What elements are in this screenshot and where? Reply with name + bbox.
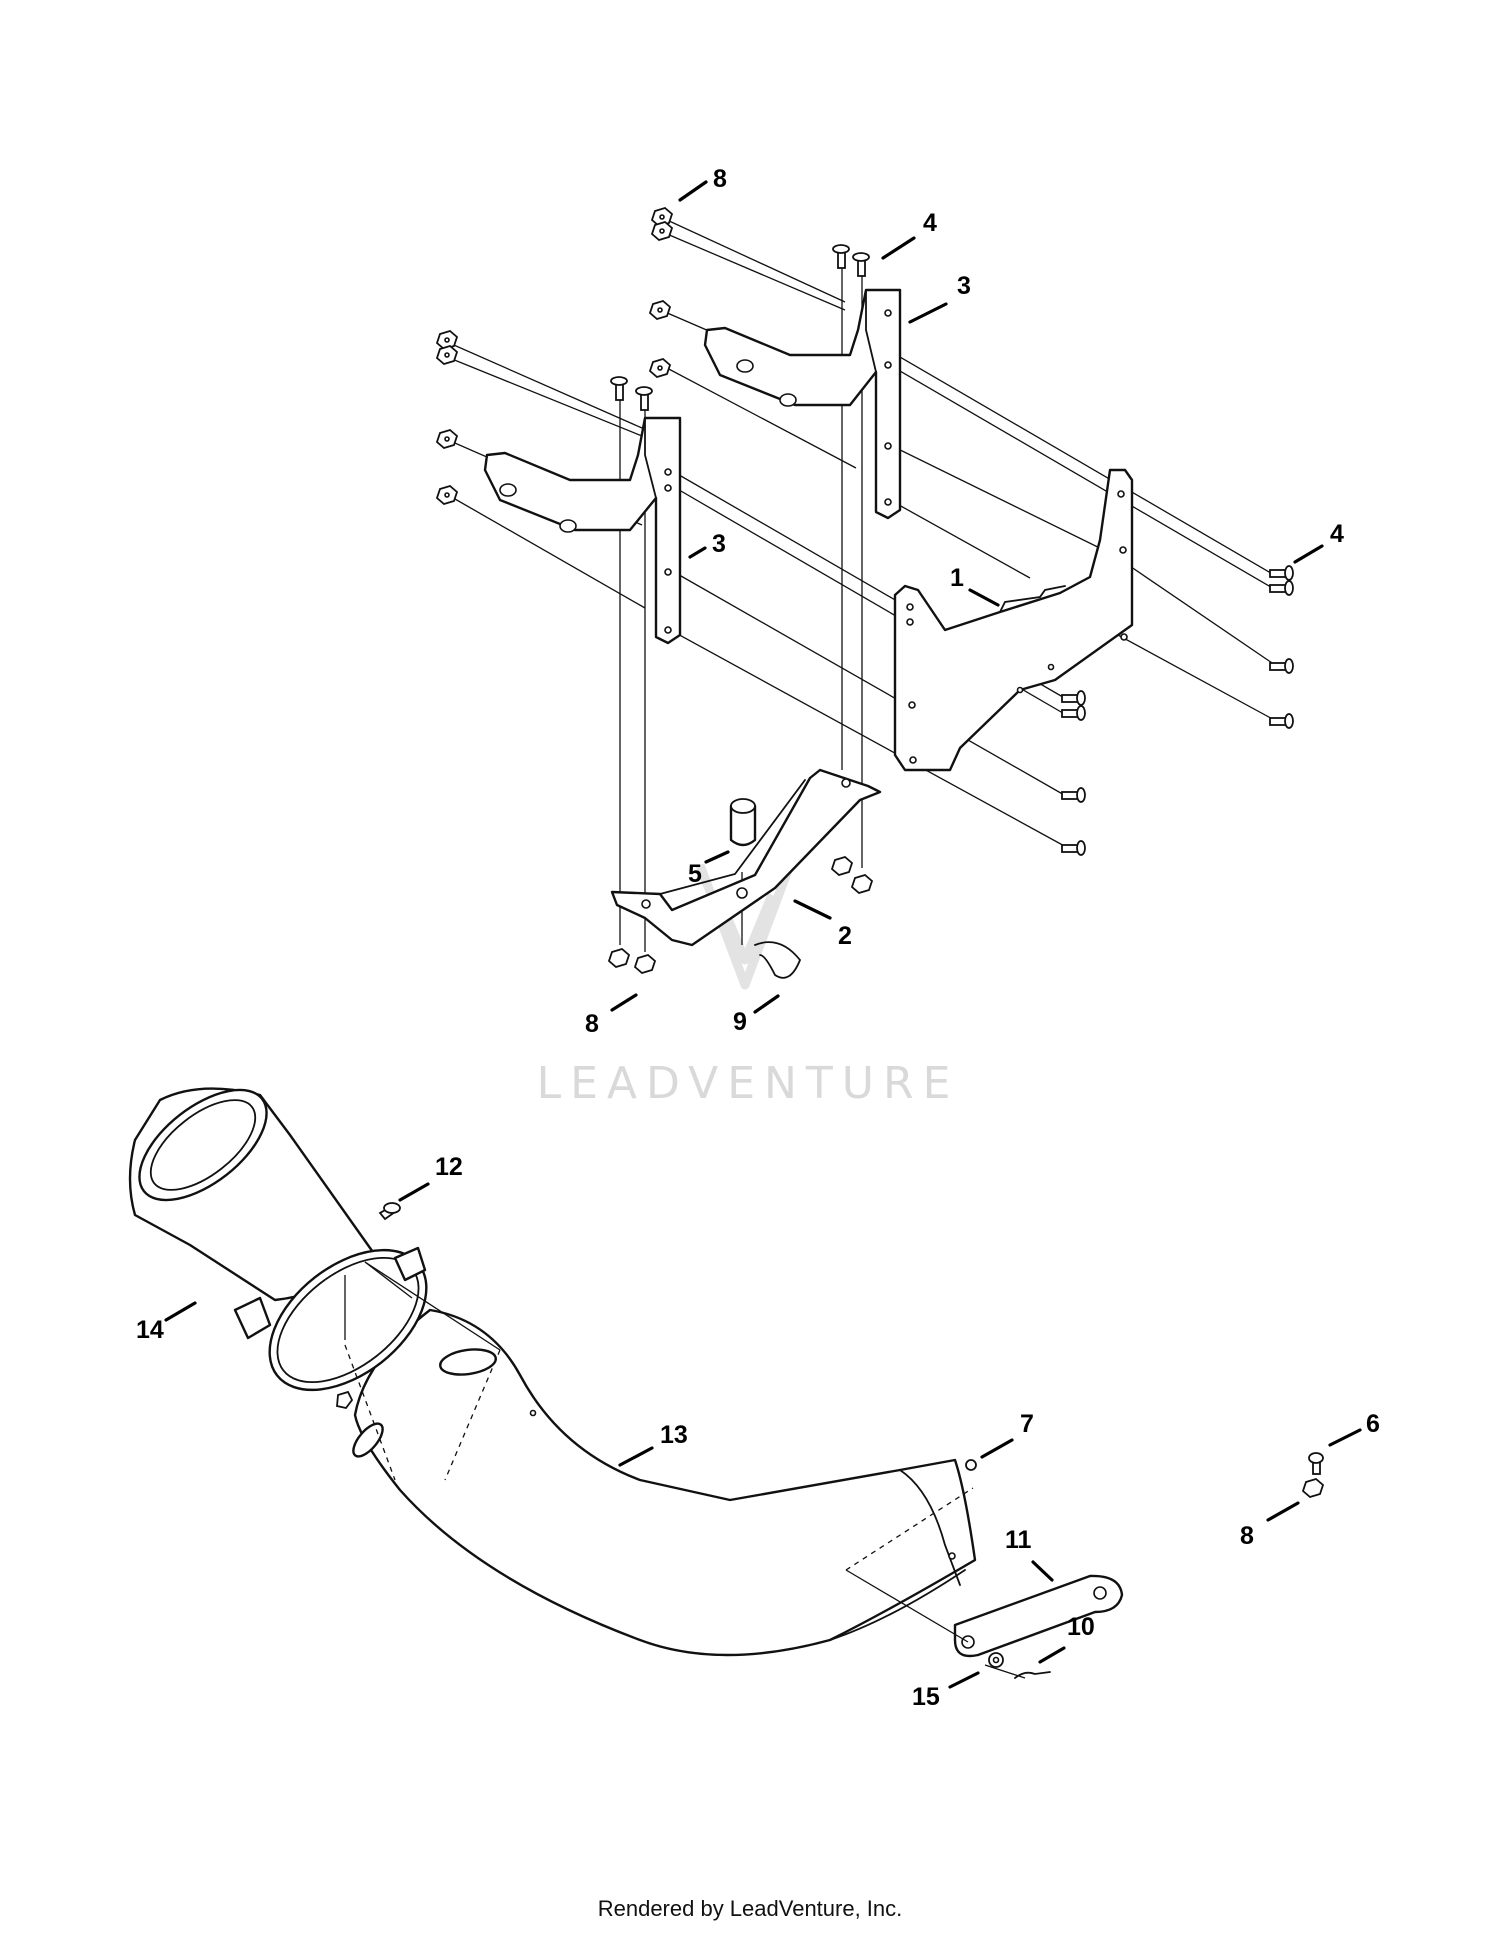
lower-leader-lines [344, 1261, 1026, 1679]
callout-3-mid: 3 [688, 530, 726, 559]
callout-15: 15 [912, 1671, 980, 1711]
callout-4-top: 4 [881, 209, 937, 260]
callout-8-top: 8 [678, 165, 727, 202]
callout-4-top-label: 4 [923, 209, 937, 237]
watermark-text: LEADVENTURE [537, 1058, 960, 1109]
callout-6: 6 [1328, 1410, 1380, 1447]
elbow-chute-part-13 [352, 1308, 977, 1657]
callouts: 8 4 3 3 1 4 5 2 [136, 165, 1380, 1711]
callout-10: 10 [1038, 1613, 1095, 1664]
bracket-part-3-front [483, 416, 682, 645]
callout-14: 14 [136, 1301, 197, 1344]
lower-bracket-part-2 [610, 768, 882, 947]
footer-credit: Rendered by LeadVenture, Inc. [597, 1896, 903, 1921]
callout-8-right: 8 [1240, 1501, 1300, 1550]
hairpin-clip-part-9 [754, 941, 802, 979]
callout-2: 2 [793, 899, 852, 950]
mount-plate-part-1 [893, 468, 1134, 772]
callout-5: 5 [688, 850, 730, 888]
callout-12-label: 12 [435, 1153, 463, 1181]
callout-13: 13 [618, 1421, 688, 1467]
upper-hardware [435, 206, 1294, 975]
callout-1-label: 1 [950, 564, 964, 592]
callout-8-right-label: 8 [1240, 1522, 1254, 1550]
callout-10-label: 10 [1067, 1613, 1095, 1641]
callout-11-label: 11 [1005, 1526, 1032, 1554]
callout-12: 12 [398, 1153, 463, 1202]
callout-8-bottom-label: 8 [585, 1010, 599, 1038]
callout-6-label: 6 [1366, 1410, 1380, 1438]
callout-13-label: 13 [660, 1421, 688, 1449]
callout-8-top-label: 8 [713, 165, 727, 193]
callout-2-label: 2 [838, 922, 852, 950]
callout-15-label: 15 [912, 1683, 940, 1711]
callout-7: 7 [980, 1410, 1034, 1459]
callout-9: 9 [733, 994, 780, 1036]
callout-5-label: 5 [688, 860, 702, 888]
callout-14-label: 14 [136, 1316, 164, 1344]
callout-11: 11 [1005, 1526, 1054, 1582]
bracket-part-3-rear [703, 288, 902, 520]
callout-4-right-label: 4 [1330, 520, 1344, 548]
callout-3-top-label: 3 [957, 272, 971, 300]
pin-part-5 [729, 798, 757, 847]
clamp-ring [233, 1246, 428, 1392]
callout-1: 1 [950, 564, 1000, 607]
callout-4-right: 4 [1293, 520, 1344, 564]
callout-8-bottom: 8 [585, 993, 638, 1038]
callout-9-label: 9 [733, 1008, 747, 1036]
callout-7-label: 7 [1020, 1410, 1034, 1438]
callout-3-mid-label: 3 [712, 530, 726, 558]
callout-3-top: 3 [908, 272, 971, 324]
link-arm-part-11 [953, 1574, 1124, 1658]
lower-hardware [336, 1202, 1325, 1679]
